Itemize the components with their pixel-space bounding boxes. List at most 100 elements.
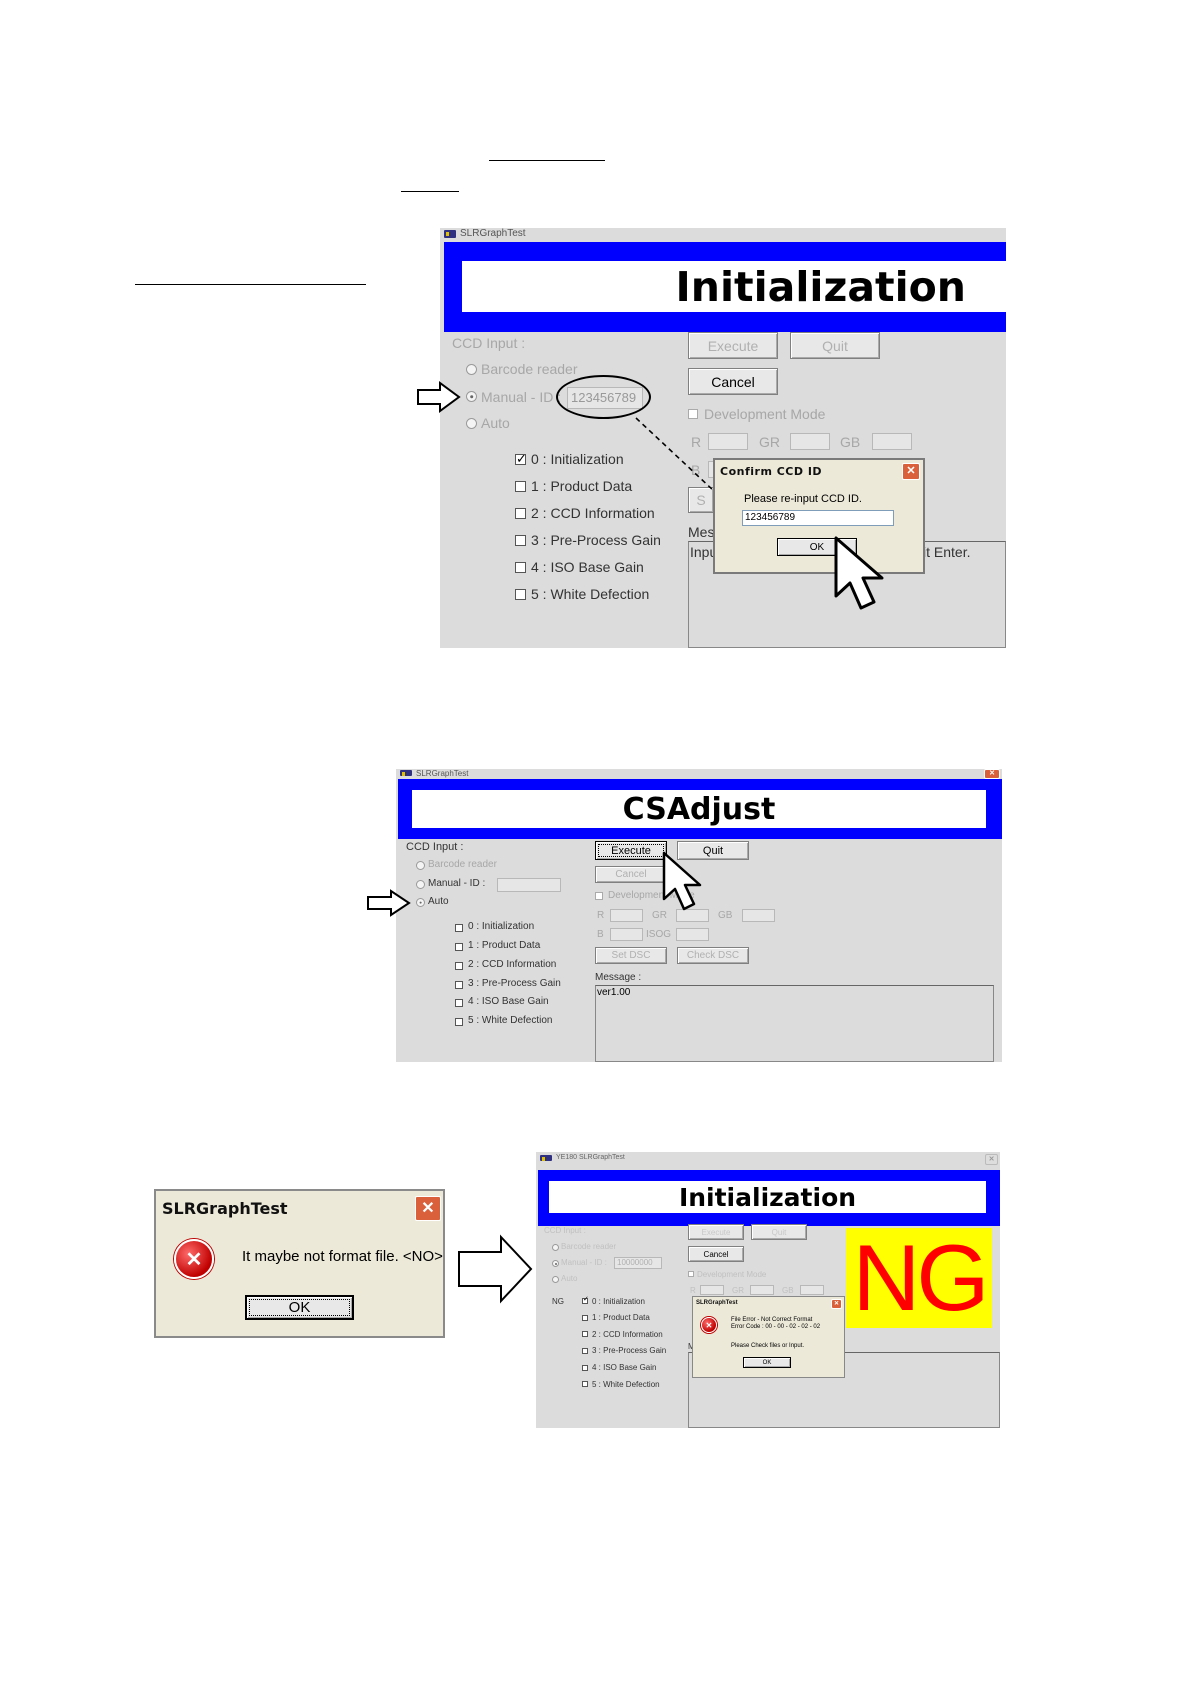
file-error-ok-button[interactable]: OK <box>743 1357 791 1368</box>
gb-field[interactable] <box>800 1285 824 1295</box>
close-icon[interactable]: ✕ <box>415 1196 441 1221</box>
radio-manual[interactable] <box>416 880 425 889</box>
checkbox-item-0[interactable] <box>515 452 527 465</box>
radio-auto[interactable] <box>416 898 425 907</box>
dev-mode-checkbox[interactable] <box>688 409 698 419</box>
file-error-line2: Error Code : 00 - 00 - 02 - 02 - 02 <box>731 1324 821 1330</box>
gr-label: GR <box>759 434 780 450</box>
message-text-left: Inpu <box>690 544 718 560</box>
checkbox-item-2[interactable] <box>582 1331 588 1337</box>
cancel-button[interactable]: Cancel <box>595 866 667 883</box>
checkbox-item-3[interactable] <box>455 981 463 989</box>
cancel-button[interactable]: Cancel <box>688 1246 744 1262</box>
quit-button[interactable]: Quit <box>751 1224 807 1240</box>
gr-field[interactable] <box>750 1285 774 1295</box>
error-dialog: SLRGraphTest ✕ ✕ It maybe not format fil… <box>154 1189 445 1338</box>
message-text-right: it Enter. <box>923 544 971 560</box>
message-box <box>595 985 994 1062</box>
ng-indicator: NG <box>846 1228 992 1328</box>
manual-id-field[interactable] <box>497 878 561 892</box>
screenshot-initialization: SLRGraphTest Initialization CCD Input : … <box>440 228 1006 648</box>
ccd-input-label: CCD Input : <box>544 1226 586 1235</box>
mouse-cursor-icon <box>662 851 702 911</box>
radio-barcode[interactable] <box>552 1244 559 1251</box>
execute-button[interactable]: Execute <box>688 332 778 359</box>
confirm-prompt: Please re-input CCD ID. <box>744 493 862 505</box>
radio-manual[interactable] <box>552 1260 559 1267</box>
item-label-3: 3 : Pre-Process Gain <box>531 532 661 548</box>
checkbox-item-0[interactable] <box>582 1296 589 1304</box>
item-label-0: 0 : Initialization <box>468 921 535 932</box>
ccd-input-label: CCD Input : <box>406 841 464 853</box>
confirm-dialog-title: Confirm CCD ID <box>720 465 823 478</box>
dev-mode-checkbox[interactable] <box>688 1271 694 1277</box>
app-icon <box>400 770 412 776</box>
doc-underline-2 <box>401 191 459 192</box>
manual-id-field[interactable]: 10000000 <box>614 1257 662 1269</box>
item-label-5: 5 : White Defection <box>592 1380 660 1389</box>
r-field[interactable] <box>610 909 643 922</box>
dev-mode-checkbox[interactable] <box>595 892 603 900</box>
close-icon[interactable]: ✕ <box>831 1299 842 1309</box>
gr-field[interactable] <box>790 433 830 450</box>
gb-field[interactable] <box>742 909 775 922</box>
manual-label: Manual - ID : <box>428 878 486 889</box>
pointer-arrow-icon <box>367 889 411 917</box>
checkbox-item-4[interactable] <box>515 562 526 573</box>
gr-label: GR <box>652 910 667 921</box>
item-label-1: 1 : Product Data <box>531 478 633 494</box>
doc-underline-3 <box>135 284 366 285</box>
close-icon[interactable]: ✕ <box>902 463 920 480</box>
app-icon <box>444 230 456 238</box>
cancel-button[interactable]: Cancel <box>688 368 778 395</box>
gr-label: GR <box>732 1286 744 1295</box>
checkbox-item-1[interactable] <box>515 481 526 492</box>
banner-title-box: Initialization <box>462 261 1006 312</box>
execute-button[interactable]: Execute <box>688 1224 744 1240</box>
checkbox-item-2[interactable] <box>515 508 526 519</box>
close-icon[interactable]: ✕ <box>985 1154 998 1165</box>
checkbox-item-5[interactable] <box>455 1018 463 1026</box>
manual-label: Manual - ID : <box>481 389 562 405</box>
error-ok-button[interactable]: OK <box>245 1295 354 1320</box>
screenshot-csadjust: SLRGraphTest ✕ CSAdjust CCD Input : Barc… <box>396 769 1002 1062</box>
execute-button[interactable]: Execute <box>595 841 667 860</box>
confirm-id-input[interactable]: 123456789 <box>742 510 894 526</box>
checkbox-item-4[interactable] <box>455 999 463 1007</box>
error-dialog-title: SLRGraphTest <box>162 1199 288 1218</box>
item-label-3: 3 : Pre-Process Gain <box>468 978 561 989</box>
radio-manual[interactable] <box>466 391 477 402</box>
banner-title-box: CSAdjust <box>412 790 986 828</box>
item-label-3: 3 : Pre-Process Gain <box>592 1346 667 1355</box>
isog-label: ISOG <box>646 929 672 940</box>
checkbox-item-2[interactable] <box>455 962 463 970</box>
error-icon: ✕ <box>701 1317 717 1333</box>
check-dsc-button[interactable]: Check DSC <box>677 947 749 964</box>
b-field[interactable] <box>610 928 643 941</box>
radio-auto[interactable] <box>466 418 477 429</box>
set-dsc-button[interactable]: Set DSC <box>595 947 667 964</box>
ng-label: NG <box>852 1225 990 1330</box>
gr-field[interactable] <box>676 909 709 922</box>
checkbox-item-4[interactable] <box>582 1365 588 1371</box>
radio-auto[interactable] <box>552 1276 559 1283</box>
checkbox-item-1[interactable] <box>455 943 463 951</box>
flow-arrow-icon <box>458 1234 533 1304</box>
gb-field[interactable] <box>872 433 912 450</box>
r-field[interactable] <box>700 1285 724 1295</box>
radio-barcode[interactable] <box>416 861 425 870</box>
r-field[interactable] <box>708 433 748 450</box>
quit-button[interactable]: Quit <box>790 332 880 359</box>
message-label: Mes <box>688 524 715 540</box>
quit-button[interactable]: Quit <box>677 841 749 860</box>
checkbox-item-5[interactable] <box>515 589 526 600</box>
radio-barcode[interactable] <box>466 364 477 375</box>
close-icon[interactable]: ✕ <box>984 769 1000 779</box>
checkbox-item-1[interactable] <box>582 1315 588 1321</box>
ng-small-label: NG <box>552 1297 564 1306</box>
checkbox-item-3[interactable] <box>515 535 526 546</box>
isog-field[interactable] <box>676 928 709 941</box>
checkbox-item-3[interactable] <box>582 1348 588 1354</box>
checkbox-item-5[interactable] <box>582 1381 588 1387</box>
checkbox-item-0[interactable] <box>455 924 463 932</box>
